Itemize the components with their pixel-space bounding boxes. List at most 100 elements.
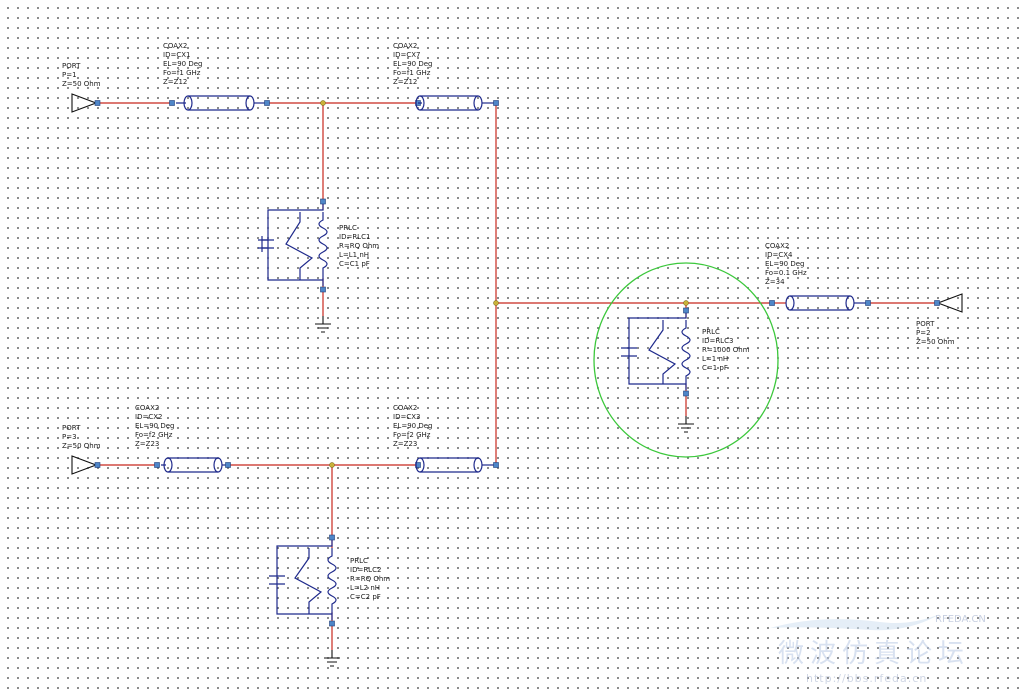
prlc-rlc3[interactable]: PRLC ID=RLC3 R=1000 Ohm L=1 nH C=1 pF (621, 307, 750, 433)
coax-cx2-label-5: Z=Z23 (135, 440, 159, 448)
coax-cx2-label-2: ID=CX2 (135, 413, 162, 421)
coax-cx4-label-4: Fo=0.1 GHz (765, 269, 807, 277)
coax-cx7-label-5: Z=Z12 (393, 78, 417, 86)
port-1-label-2: P=1 (62, 71, 77, 79)
coax-cx3[interactable]: COAX2 ID=CX3 EL=90 Deg Fo=f2 GHz Z=Z23 (393, 404, 499, 473)
coax-cx4-label-2: ID=CX4 (765, 251, 793, 259)
coax-cx1-end-l (183, 95, 193, 111)
coax-cx7-end-l (415, 95, 425, 111)
port-3[interactable]: PORT P=3 Z=50 Ohm (62, 424, 101, 475)
coax-cx7-end-r (473, 95, 483, 111)
highlight-circle (593, 262, 779, 458)
coax-cx1-pin-in (169, 100, 175, 106)
coax-cx4-label-5: Z=34 (765, 278, 785, 286)
prlc-rlc2-label-5: C=C2 pF (350, 593, 381, 601)
coax-cx3-end-l (415, 457, 425, 473)
prlc-rlc1-frame (261, 204, 324, 286)
coax-cx7-label-4: Fo=f1 GHz (393, 69, 431, 77)
prlc-rlc3-label-4: L=1 nH (702, 355, 728, 363)
prlc-rlc1-label-4: L=L1 nH (339, 251, 369, 259)
prlc-rlc3-label-5: C=1 pF (702, 364, 728, 372)
prlc-rlc2-pin-bottom (329, 620, 335, 627)
prlc-rlc1[interactable]: PRLC ID=RLC1 R=RQ Ohm L=L1 nH C=C1 pF (258, 198, 379, 333)
coax-cx2-end-l (163, 457, 173, 473)
node-top (320, 100, 326, 106)
coax-cx4-pin-out (865, 300, 871, 306)
node-middle (493, 300, 499, 306)
prlc-rlc3-pin-bottom (683, 390, 689, 397)
port-3-label-3: Z=50 Ohm (62, 442, 101, 450)
coax-cx7-label-1: COAX2 (393, 42, 417, 50)
wires (98, 102, 936, 650)
prlc-rlc2-label-1: PRLC (350, 557, 368, 565)
coax-cx1-end-r (245, 95, 255, 111)
prlc-rlc3-label-2: ID=RLC3 (702, 337, 733, 345)
watermark-forum: 微波仿真论坛 (778, 639, 970, 669)
port-1[interactable]: PORT P=1 Z=50 Ohm (62, 62, 101, 113)
wire-top (98, 102, 497, 465)
coax-cx4-label-3: EL=90 Deg (765, 260, 804, 268)
port-3-label-1: PORT (62, 424, 81, 432)
prlc-rlc3-label-1: PRLC (702, 328, 720, 336)
coax-cx7[interactable]: COAX2 ID=CX7 EL=90 Deg Fo=f1 GHz Z=Z12 (393, 42, 499, 111)
coax-cx1-label-4: Fo=f1 GHz (163, 69, 201, 77)
coax-cx3-label-1: COAX2 (393, 404, 417, 412)
port-3-label-2: P=3 (62, 433, 77, 441)
prlc-rlc2-capacitor (269, 575, 285, 585)
prlc-rlc1-label-1: PRLC (339, 224, 357, 232)
coax-cx2[interactable]: COAX2 ID=CX2 EL=90 Deg Fo=f2 GHz Z=Z23 (135, 404, 231, 473)
coax-cx1[interactable]: COAX2 ID=CX1 EL=90 Deg Fo=f1 GHz Z=Z12 (163, 42, 270, 111)
prlc-rlc3-capacitor (621, 347, 637, 357)
port-2-pin (934, 300, 940, 306)
coax-cx2-end-r (213, 457, 223, 473)
port-3-symbol (71, 455, 98, 475)
prlc-rlc2-label-3: R=RQ Ohm (350, 575, 390, 583)
prlc-rlc2-resistor (294, 548, 323, 614)
coax-cx3-end-r (473, 457, 483, 473)
prlc-rlc1-label-5: C=C1 pF (339, 260, 370, 268)
port-3-pin (94, 462, 101, 468)
watermark: RFEDA.CN 微波仿真论坛 http://bbs.rfeda.cn (770, 614, 986, 685)
prlc-rlc2-label-2: ID=RLC2 (350, 566, 381, 574)
watermark-url: http://bbs.rfeda.cn (806, 672, 927, 685)
coax-cx1-label-5: Z=Z12 (163, 78, 187, 86)
coax-cx4-end-r (845, 295, 855, 311)
coax-cx1-label-3: EL=90 Deg (163, 60, 202, 68)
port-2-label-2: P=2 (916, 329, 931, 337)
prlc-rlc3-resistor (648, 320, 677, 384)
prlc-rlc1-resistor (285, 212, 314, 280)
coax-cx3-label-3: EL=90 Deg (393, 422, 432, 430)
ground-1-icon (315, 316, 331, 333)
node-bottom (329, 462, 335, 468)
port-1-pin (94, 100, 101, 106)
prlc-rlc2[interactable]: PRLC ID=RLC2 R=RQ Ohm L=L2 nH C=C2 pF (269, 534, 390, 667)
prlc-rlc3-frame (628, 313, 687, 390)
coax-cx7-pin-out (493, 100, 499, 106)
coax-cx1-label-1: COAX2 (163, 42, 187, 50)
wire-bottom (98, 464, 418, 548)
coax-cx3-label-4: Fo=f2 GHz (393, 431, 431, 439)
coax-cx2-pin-out (225, 462, 231, 468)
port-2-symbol (936, 293, 963, 313)
prlc-rlc3-inductor (681, 320, 691, 384)
prlc-rlc3-pin-top (683, 307, 689, 314)
prlc-rlc2-pin-top (329, 534, 335, 541)
prlc-rlc2-inductor (327, 548, 337, 614)
prlc-rlc2-frame (276, 540, 333, 620)
coax-cx1-label-2: ID=CX1 (163, 51, 190, 59)
coax-cx2-pin-in (154, 462, 160, 468)
coax-cx2-label-1: COAX2 (135, 404, 159, 412)
coax-cx3-label-2: ID=CX3 (393, 413, 420, 421)
coax-cx7-label-2: ID=CX7 (393, 51, 420, 59)
port-1-label-3: Z=50 Ohm (62, 80, 101, 88)
coax-cx2-label-4: Fo=f2 GHz (135, 431, 173, 439)
coax-cx4[interactable]: COAX2 ID=CX4 EL=90 Deg Fo=0.1 GHz Z=34 (765, 242, 871, 311)
coax-cx3-label-5: Z=Z23 (393, 440, 417, 448)
prlc-rlc1-pin-bottom (320, 286, 326, 293)
port-2[interactable]: PORT P=2 Z=50 Ohm (916, 293, 963, 346)
watermark-wing-icon (770, 614, 940, 631)
coax-cx4-label-1: COAX2 (765, 242, 789, 250)
port-2-label-1: PORT (916, 320, 935, 328)
